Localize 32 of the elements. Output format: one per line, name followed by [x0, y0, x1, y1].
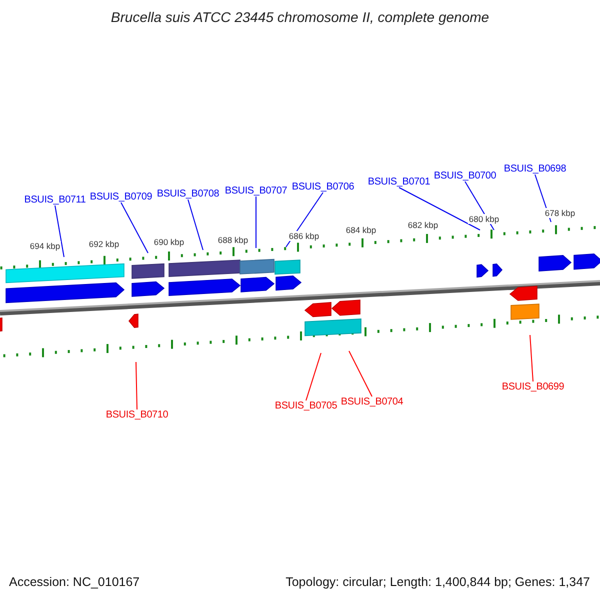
gene-label: BSUIS_B0706 [292, 182, 354, 192]
scale-label: 680 kbp [468, 214, 500, 224]
gene-label: BSUIS_B0708 [156, 188, 220, 200]
gene-label: BSUIS_B0699 [502, 382, 564, 392]
genome-summary: Topology: circular; Length: 1,400,844 bp; Genes: 1,347 [286, 576, 590, 588]
leader-line [120, 202, 148, 254]
gene-label: BSUIS_B0709 [90, 192, 152, 202]
accession-text: Accession: NC_010167 [9, 576, 140, 588]
gene-label: BSUIS_B0710 [106, 410, 168, 420]
leader-line [188, 199, 204, 250]
scale-label: 688 kbp [216, 235, 250, 245]
gene-label: BSUIS_B0700 [434, 170, 496, 182]
gene-label: BSUIS_B0705 [274, 400, 338, 412]
gene-label: BSUIS_B0711 [24, 194, 86, 206]
leader-line [306, 352, 322, 401]
gene-label: BSUIS_B0701 [368, 176, 430, 188]
scale-label: 690 kbp [152, 237, 186, 247]
gene-label: BSUIS_B0704 [340, 396, 404, 408]
leader-line [54, 205, 64, 258]
scale-label: 686 kbp [288, 231, 320, 241]
leader-line [136, 362, 138, 410]
gene-label: BSUIS_B0707 [224, 186, 288, 196]
leader-line [530, 334, 534, 382]
scale-label: 682 kbp [406, 220, 440, 230]
leader-line [398, 187, 480, 230]
scale-label: 694 kbp [28, 241, 62, 251]
gene-label: BSUIS_B0698 [504, 164, 566, 174]
scale-label: 692 kbp [88, 239, 120, 249]
scale-label: 684 kbp [344, 225, 378, 235]
title: Brucella suis ATCC 23445 chromosome II, complete genome [110, 10, 490, 24]
scale-label: 678 kbp [544, 208, 576, 218]
leader-line [348, 350, 372, 397]
